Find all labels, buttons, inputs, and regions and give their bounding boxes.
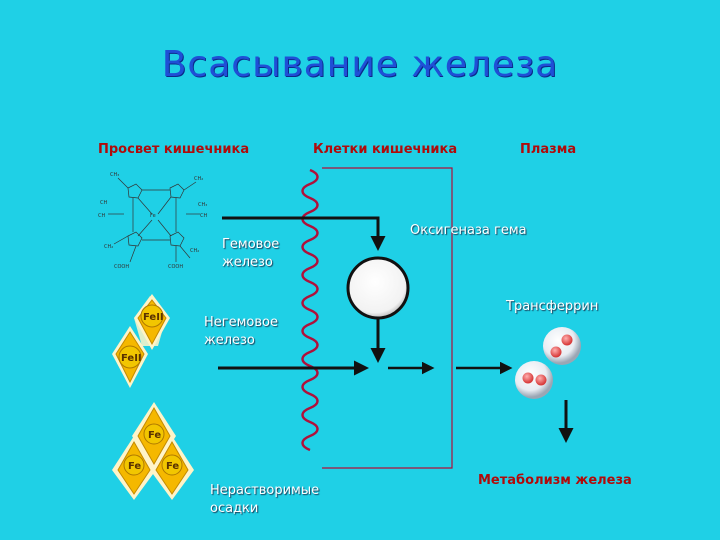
heme-iron-line-1: Гемовое (222, 237, 280, 252)
plasma-boundary (322, 167, 453, 469)
molecule-label: Fe (150, 213, 156, 219)
insoluble-precipitates-label: Нерастворимые осадки (210, 482, 319, 518)
fe-hexagon-cluster: Fe Fe Fe (112, 402, 194, 500)
heme-oxygenase-vesicle (346, 256, 410, 320)
hexagon-label: Fe (128, 461, 141, 472)
hexagon-label: FeII (121, 353, 142, 364)
transferrin-label: Трансферрин (506, 299, 599, 314)
molecule-label: CH (100, 200, 107, 206)
nonheme-iron-line-1: Негемовое (204, 315, 278, 330)
molecule-label: CH₂ (104, 244, 113, 250)
column-header-lumen: Просвет кишечника (98, 142, 250, 157)
molecule-label: CH₂ (190, 248, 199, 254)
column-header-cells: Клетки кишечника (313, 142, 458, 157)
brush-border-membrane (301, 168, 319, 452)
nonheme-iron-line-2: железо (204, 333, 255, 348)
molecule-label: CH₃ (110, 172, 119, 178)
hexagon-label: FeII (143, 312, 164, 323)
heme-iron-line-2: железо (222, 255, 273, 270)
hexagon-label: Fe (166, 461, 179, 472)
heme-oxygenase-label: Оксигеназа гема (410, 223, 527, 238)
molecule-label: CH₂ (194, 176, 203, 182)
molecule-label: COOH (114, 264, 129, 270)
feii-hexagon-b: FeII (112, 326, 148, 388)
insoluble-line-2: осадки (210, 501, 259, 516)
transferrin-molecule (515, 327, 581, 399)
nonheme-iron-label: Негемовое железо (204, 314, 278, 350)
page-title: Всасывание железа (161, 44, 559, 85)
heme-iron-arrow (222, 216, 386, 251)
hexagon-label: Fe (148, 430, 161, 441)
heme-iron-label: Гемовое железо (222, 236, 279, 272)
molecule-label: CH₃ (198, 202, 207, 208)
molecule-label: CH (200, 213, 207, 219)
column-header-plasma: Плазма (520, 142, 577, 157)
molecule-label: COOH (168, 264, 183, 270)
heme-molecule: CH₃ CH₂ CH CH₃ CH CH CH₂ CH₂ Fe COOH COO… (98, 172, 207, 270)
insoluble-line-1: Нерастворимые (210, 483, 320, 498)
feii-hexagon-a: FeII (134, 294, 170, 350)
molecule-label: CH (98, 213, 105, 219)
iron-metabolism-label: Метаболизм железа (478, 473, 632, 488)
